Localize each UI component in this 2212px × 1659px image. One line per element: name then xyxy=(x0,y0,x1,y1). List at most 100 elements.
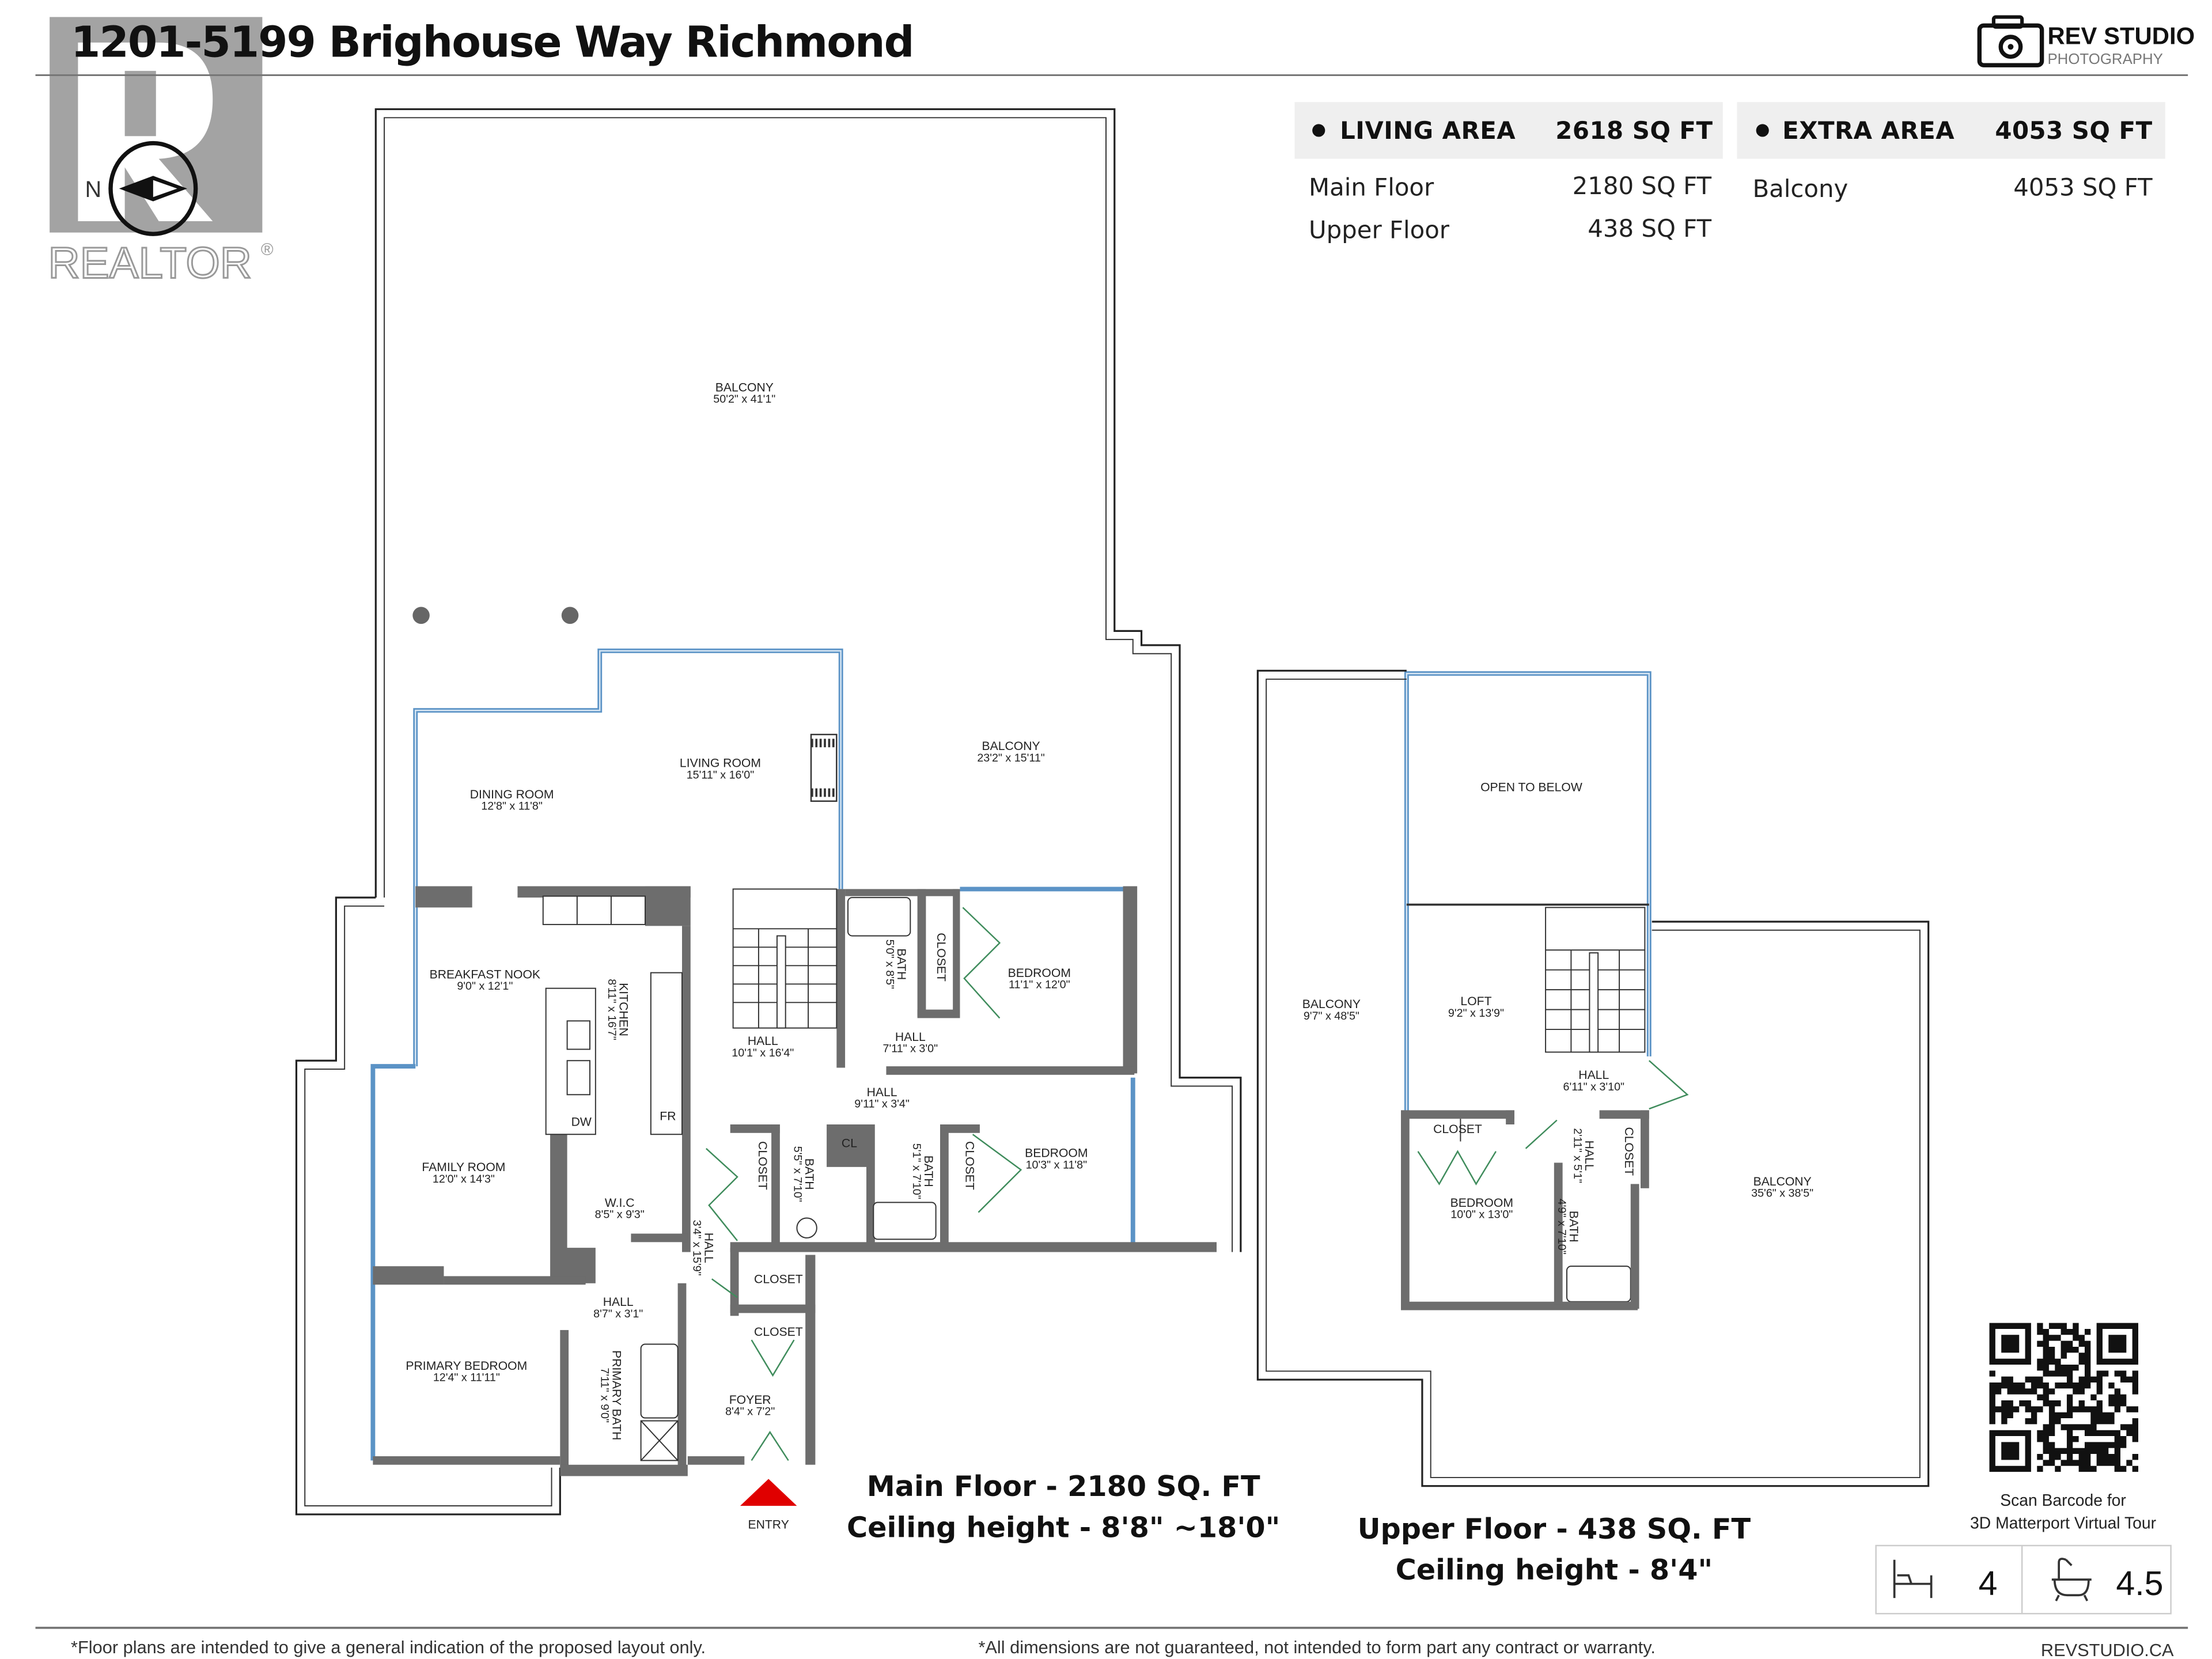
dishwasher-label: DW xyxy=(571,1115,592,1128)
extra-area-total: 4053 SQ FT xyxy=(1995,116,2152,145)
column xyxy=(412,607,430,624)
rev-studio-logo: REV STUDIO PHOTOGRAPHY xyxy=(1977,15,2195,67)
entry-marker-icon xyxy=(740,1479,797,1506)
room-label: CLOSET xyxy=(754,1273,803,1286)
room-label: CLOSET xyxy=(756,1141,769,1190)
bathtub-icon xyxy=(2051,1558,2092,1601)
svg-text:®: ® xyxy=(261,240,274,259)
living-area-label: LIVING AREA xyxy=(1340,116,1516,145)
bed-bath-stats: 4 4.5 xyxy=(1875,1544,2172,1615)
room-dimensions: 9'11" x 3'4" xyxy=(854,1097,910,1110)
fridge-label: FR xyxy=(660,1110,676,1123)
page-title: 1201-5199 Brighouse Way Richmond xyxy=(71,17,913,67)
room-dimensions: 5'5" x 7'10" xyxy=(791,1146,804,1202)
room-dimensions: 23'2" x 15'11" xyxy=(977,752,1044,764)
room-name: CLOSET xyxy=(754,1273,803,1286)
area-row-name: Upper Floor xyxy=(1309,216,1450,244)
room-dimensions: 50'2" x 41'1" xyxy=(713,393,775,406)
room-name: HALL xyxy=(748,1035,778,1048)
room-label: CLOSET xyxy=(934,933,948,982)
room-dimensions: 10'3" x 11'8" xyxy=(1026,1158,1088,1171)
living-area-total: 2618 SQ FT xyxy=(1555,116,1713,145)
room-dimensions: 12'4" x 11'11" xyxy=(433,1372,500,1384)
room-name: PRIMARY BATH xyxy=(609,1350,623,1440)
room-dimensions: 6'11" x 3'10" xyxy=(1563,1081,1625,1093)
room-name: BREAKFAST NOOK xyxy=(430,968,540,981)
bullet-icon xyxy=(1312,124,1325,137)
room-name: FOYER xyxy=(729,1393,771,1407)
room-dimensions: 7'11" x 3'0" xyxy=(883,1042,938,1055)
room-dimensions: 2'11" x 5'1" xyxy=(1571,1128,1584,1183)
room-dimensions: 5'0" x 8'5" xyxy=(883,940,896,989)
virtual-tour-qr[interactable]: Scan Barcode for 3D Matterport Virtual T… xyxy=(1970,1323,2156,1532)
room-dimensions: 3'4" x 15'9" xyxy=(691,1220,703,1276)
footer-note-right: *All dimensions are not guaranteed, not … xyxy=(978,1637,1655,1657)
room-dimensions: 12'8" x 11'8" xyxy=(481,800,543,813)
upper-floor-ceiling: Ceiling height - 8'4" xyxy=(1396,1553,1713,1586)
room-name: HALL xyxy=(1578,1069,1609,1082)
room-name: KITCHEN xyxy=(617,983,630,1036)
room-label: OPEN TO BELOW xyxy=(1480,781,1582,794)
room-name: BATH xyxy=(922,1156,935,1187)
room-label: CLOSET xyxy=(1622,1127,1635,1176)
main-floor-caption: Main Floor - 2180 SQ. FT xyxy=(867,1469,1260,1503)
room-dimensions: 11'1" x 12'0" xyxy=(1009,979,1070,991)
area-row-value: 2180 SQ FT xyxy=(1573,172,1712,200)
room-name: BALCONY xyxy=(982,740,1040,753)
room-name: BEDROOM xyxy=(1008,967,1071,980)
tour-line-1: Scan Barcode for xyxy=(2000,1491,2126,1509)
room-dimensions: 4'9" x 7'10" xyxy=(1555,1199,1568,1255)
area-row-name: Balcony xyxy=(1752,175,1848,203)
compass-label: N xyxy=(85,177,101,202)
room-dimensions: 12'0" x 14'3" xyxy=(433,1173,495,1185)
room-name: CLOSET xyxy=(1433,1123,1482,1136)
room-name: CLOSET xyxy=(754,1325,803,1339)
area-row-value: 438 SQ FT xyxy=(1588,214,1711,243)
room-name: CL xyxy=(842,1137,857,1150)
qr-code[interactable] xyxy=(1989,1323,2138,1472)
bed-icon xyxy=(1893,1559,1933,1599)
footer-site-link[interactable]: REVSTUDIO.CA xyxy=(2041,1640,2174,1659)
room-name: BEDROOM xyxy=(1450,1196,1513,1210)
room-name: HALL xyxy=(702,1233,715,1263)
room-name: CLOSET xyxy=(934,933,948,982)
realtor-text: REALTOR xyxy=(48,238,252,287)
room-dimensions: 35'6" x 38'5" xyxy=(1751,1187,1813,1200)
room-name: W.I.C xyxy=(605,1196,635,1210)
extra-area-label: EXTRA AREA xyxy=(1782,116,1955,145)
room-dimensions: 9'7" x 48'5" xyxy=(1304,1010,1359,1022)
room-label: CL xyxy=(842,1137,857,1150)
bedroom-count: 4 xyxy=(1979,1565,1998,1603)
room-dimensions: 8'11" x 16'7" xyxy=(605,979,618,1040)
room-dimensions: 8'7" x 3'1" xyxy=(593,1308,643,1320)
living-area-table: LIVING AREA 2618 SQ FT Main Floor 2180 S… xyxy=(1294,102,1723,244)
room-dimensions: 9'0" x 12'1" xyxy=(457,980,513,993)
room-name: OPEN TO BELOW xyxy=(1480,781,1582,794)
main-floor-ceiling: Ceiling height - 8'8" ~18'0" xyxy=(847,1510,1280,1544)
room-dimensions: 15'11" x 16'0" xyxy=(687,768,754,781)
area-row-value: 4053 SQ FT xyxy=(2013,173,2153,202)
brand-sub: PHOTOGRAPHY xyxy=(2047,51,2162,67)
